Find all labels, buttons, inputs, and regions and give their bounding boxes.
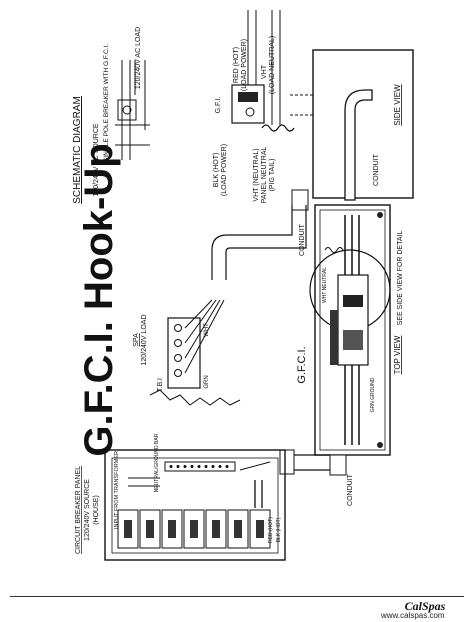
- gfci-conduit-top-label: CONDUIT: [299, 223, 306, 256]
- spa-terminal: SPA 120/240V LOAD T.B.I WHT GRN: [133, 299, 241, 406]
- side-load-power: (LOAD POWER): [241, 39, 248, 91]
- gfci-breaker-module: [337, 274, 369, 366]
- calspas-logo: CalSpas: [405, 599, 446, 613]
- gfci-wht-neutral: WHT NEUTRAL: [322, 267, 328, 303]
- side-panel-neutral: PANEL NEUTRAL: [261, 146, 268, 203]
- website-url[interactable]: www.calspas.com: [381, 611, 445, 620]
- breaker-panel: CIRCUIT BREAKER PANEL 120/240V SOURCE (H…: [75, 433, 286, 561]
- side-blk-load-power: (LOAD POWER): [221, 144, 228, 196]
- gfci-top-view: TOP VIEW: [393, 335, 402, 374]
- gfci-label: G.F.C.I.: [296, 346, 308, 383]
- gfci-conduit-bottom: [329, 454, 347, 476]
- side-vht: VHT: [261, 64, 268, 79]
- side-blk-hot: BLK (HOT): [213, 153, 220, 188]
- conduit-runs: [211, 205, 330, 475]
- gfci-grn-ground: GRN GROUND: [370, 377, 376, 412]
- schematic-diagram: SCHEMATIC DIAGRAM 120/240V AC SOURCE SIN…: [72, 27, 150, 204]
- spa-title: SPA: [133, 333, 140, 347]
- side-view-box: [312, 49, 414, 199]
- side-conduit-label: CONDUIT: [373, 153, 380, 186]
- svg-text:CalSpas: CalSpas: [405, 599, 446, 613]
- schematic-heading: SCHEMATIC DIAGRAM: [72, 96, 83, 204]
- panel-heading: CIRCUIT BREAKER PANEL: [75, 466, 82, 554]
- gfci-conduit-bottom-label: CONDUIT: [347, 473, 354, 506]
- side-view-title: SIDE VIEW: [393, 84, 402, 126]
- spa-grn: GRN: [204, 375, 210, 388]
- side-load-neutral: (LOAD NEUTRAL): [269, 36, 276, 94]
- side-pig-tail: (PIG TAIL): [269, 159, 276, 192]
- panel-blk-wire: BLK (HOT): [276, 517, 282, 542]
- schematic-source-label: 120/240V AC SOURCE: [93, 123, 100, 196]
- schematic-load-label: 120/240V AC LOAD: [135, 27, 142, 89]
- side-conduit-elbow: [344, 89, 373, 201]
- side-gfi-label: G.F.I.: [215, 97, 222, 114]
- side-gfi-breaker: [231, 84, 265, 124]
- panel-source: 120/240V SOURCE: [84, 479, 91, 541]
- spa-load: 120/240V LOAD: [141, 315, 148, 366]
- panel-house: (HOUSE): [93, 495, 100, 525]
- side-pigtail-coil: [261, 124, 295, 132]
- gfci-conduit-top: [291, 189, 309, 211]
- panel-enclosure: [104, 449, 286, 561]
- side-wht-neutral: VHT (NEUTRAL): [253, 148, 260, 201]
- spa-wall-line: [149, 389, 241, 406]
- conduit-spa-to-gfci: [211, 205, 293, 280]
- panel-red-wire: RED (HOT): [268, 517, 274, 543]
- side-red-hot: RED (HOT): [233, 47, 240, 83]
- panel-neutral-label: NEUTRAL/GROUND BAR: [154, 433, 160, 492]
- gfci-enclosure: [314, 204, 391, 456]
- side-view: SIDE VIEW CONDUIT G.F.I. RED (HOT) (LOAD…: [213, 10, 414, 203]
- schematic-breaker-label: SINGLE POLE BREAKER WITH G.F.C.I.: [103, 44, 110, 162]
- gfci-box: G.F.C.I. TOP VIEW SEE SIDE VIEW FOR DETA…: [291, 189, 404, 506]
- spa-wht: WHT: [204, 323, 210, 337]
- gfci-see-side: SEE SIDE VIEW FOR DETAIL: [397, 231, 404, 326]
- footer-divider: [10, 596, 464, 597]
- spa-tb: T.B.I: [157, 378, 164, 392]
- diagram-title: G.F.C.I. Hook-Up: [77, 143, 121, 456]
- panel-transformer: INPUT FROM TRANSFORMER: [114, 451, 120, 529]
